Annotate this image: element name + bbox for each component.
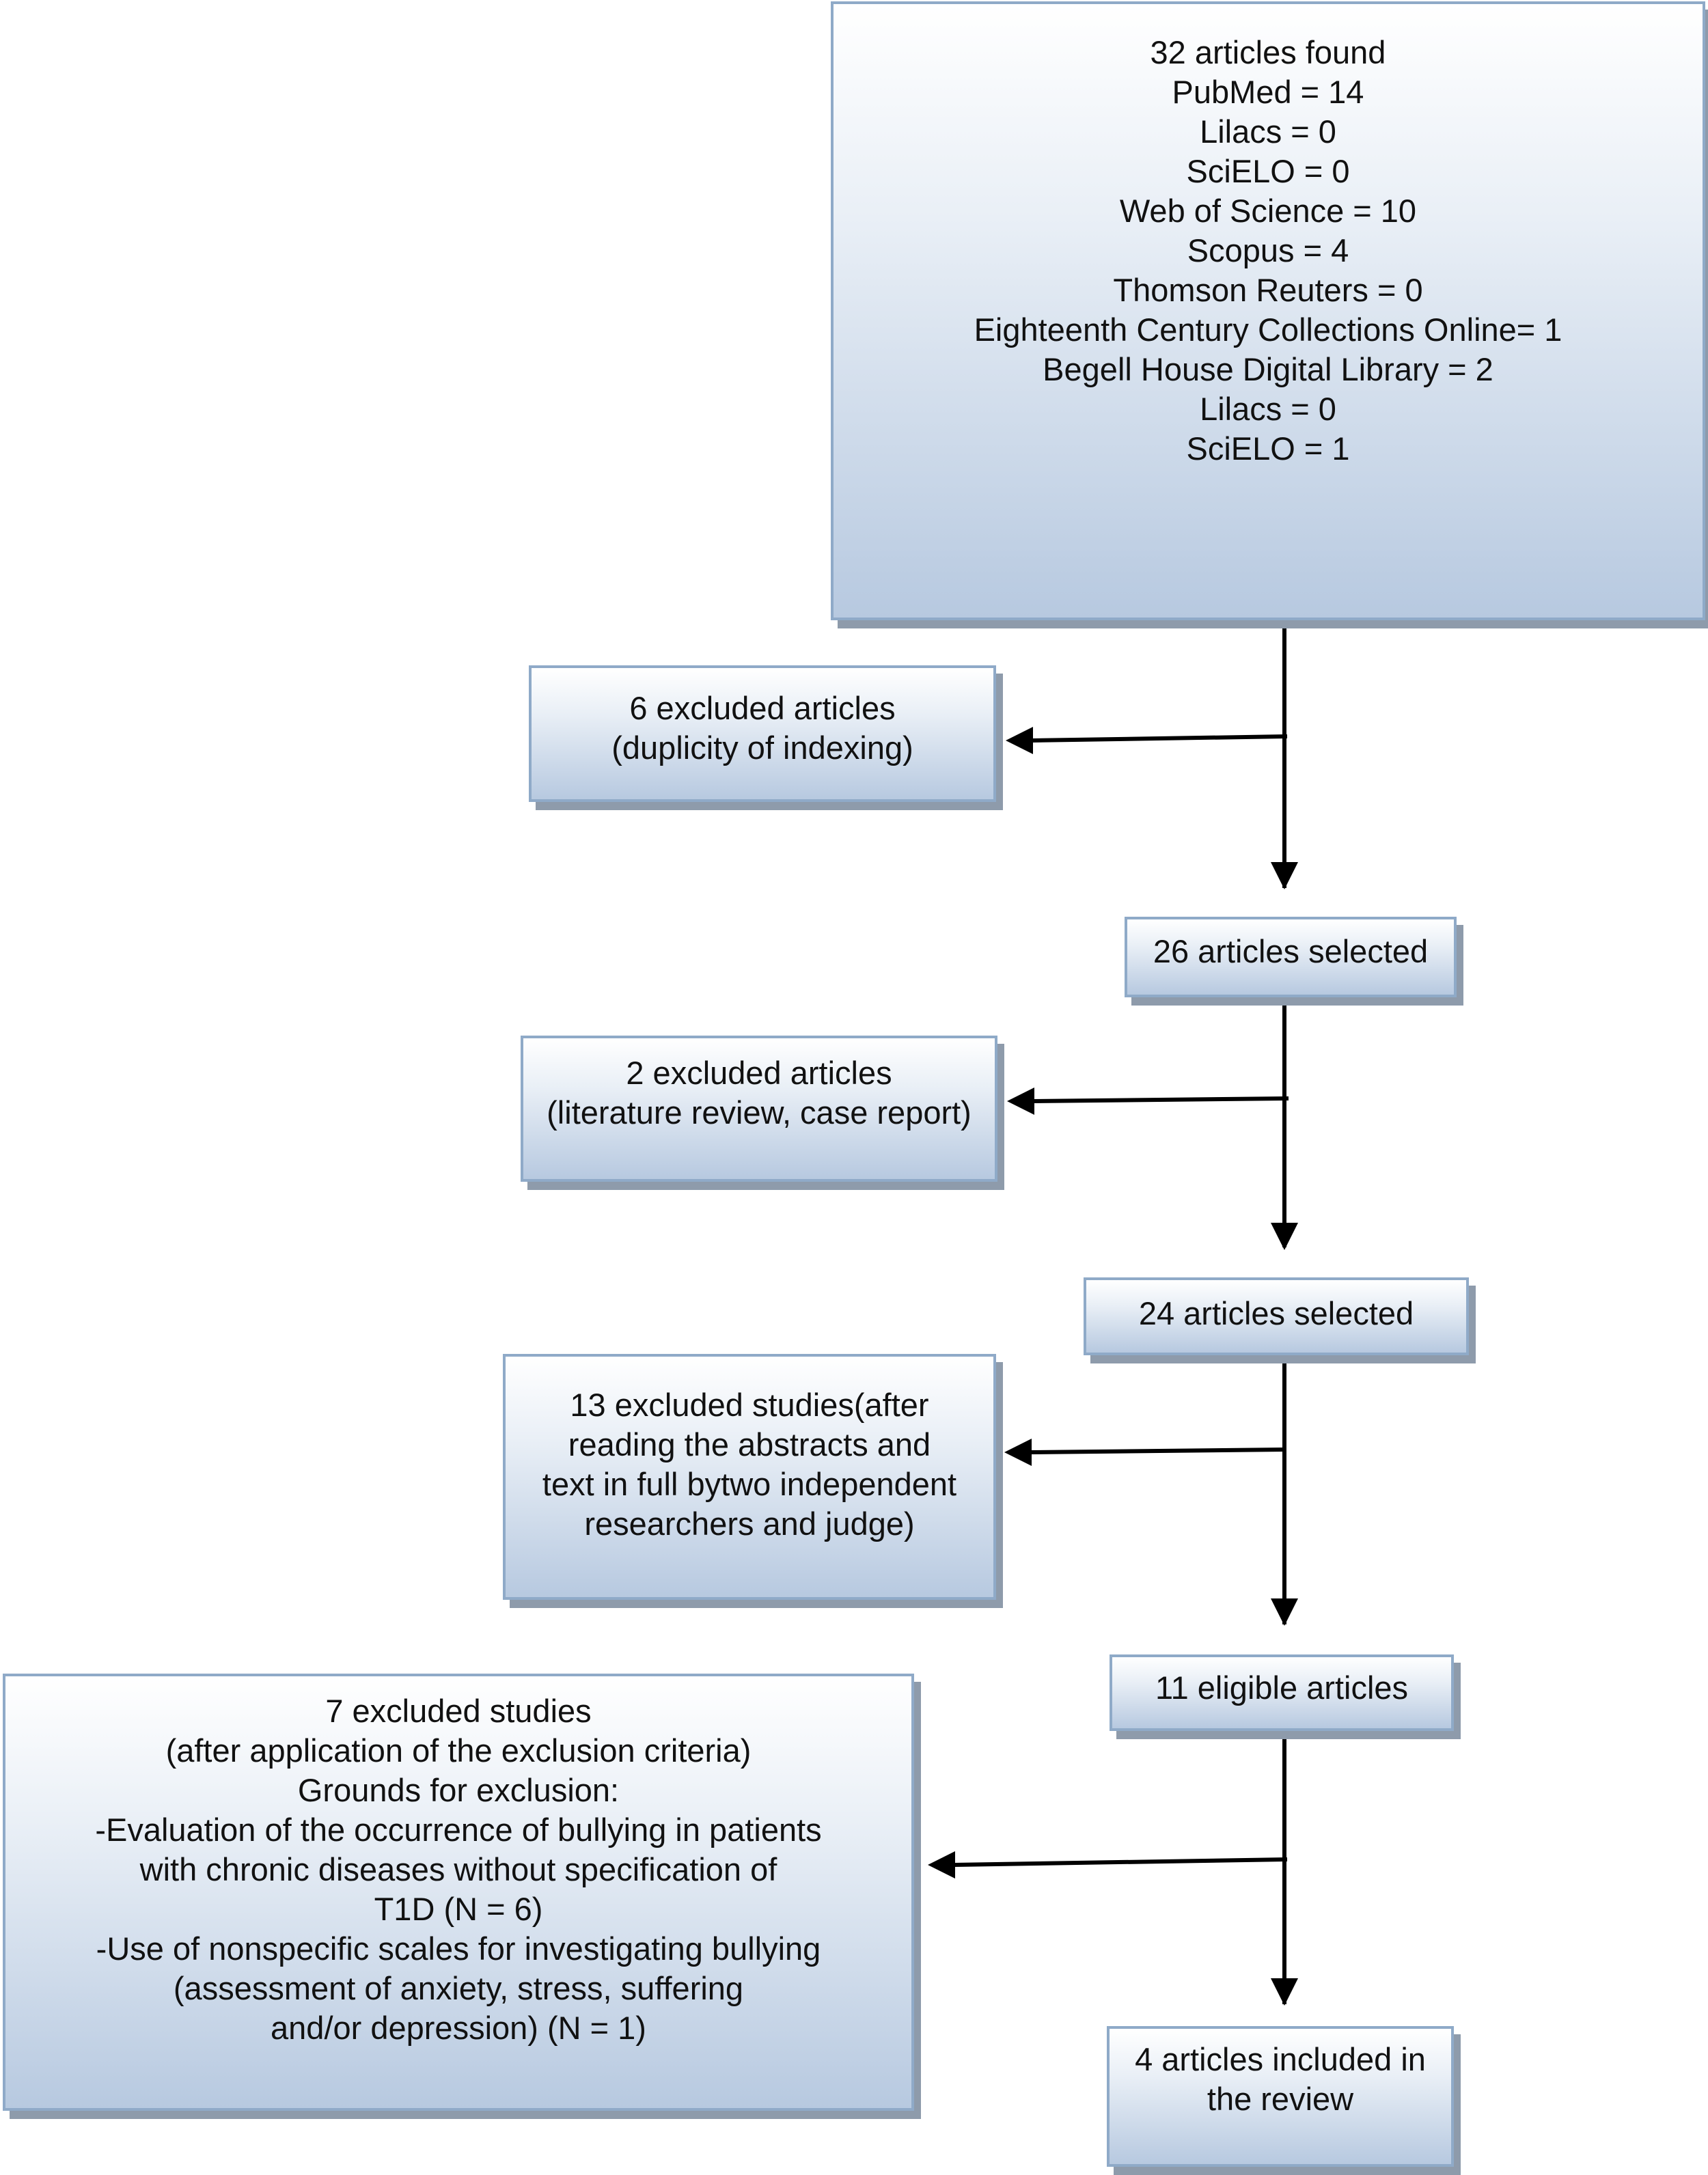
box-excluded-duplicity: 6 excluded articles (duplicity of indexi… (529, 665, 996, 802)
box-excluded-review: 2 excluded articles (literature review, … (521, 1036, 997, 1182)
excluded-4-line: -Use of nonspecific scales for investiga… (96, 1930, 821, 1967)
box-26-articles-selected: 26 articles selected (1125, 917, 1457, 997)
excluded-2-line: (literature review, case report) (547, 1094, 972, 1131)
excluded-4-line: and/or depression) (N = 1) (271, 2010, 646, 2046)
eligible-11-line: 11 eligible articles (1155, 1670, 1409, 1706)
excluded-4-line: -Evaluation of the occurrence of bullyin… (95, 1812, 822, 1848)
selected-24-line: 24 articles selected (1138, 1295, 1414, 1331)
articles-found-lines: 32 articles found PubMed = 14 Lilacs = 0… (834, 33, 1703, 469)
found-line: Lilacs = 0 (1200, 113, 1336, 150)
found-line: SciELO = 1 (1186, 430, 1350, 467)
arrow-to-excluded-2 (1032, 1096, 1289, 1103)
box-excluded-criteria: 7 excluded studies (after application of… (3, 1674, 914, 2111)
excluded-2-line: 2 excluded articles (626, 1055, 892, 1091)
excluded-1-line: (duplicity of indexing) (611, 730, 913, 766)
selected-26-line: 26 articles selected (1153, 933, 1429, 969)
found-line: SciELO = 0 (1186, 153, 1350, 189)
arrow-to-excluded-1 (1031, 734, 1288, 743)
included-4-line: the review (1207, 2081, 1354, 2117)
box-11-eligible-articles: 11 eligible articles (1110, 1654, 1454, 1731)
excluded-3-line: reading the abstracts and (568, 1426, 931, 1463)
found-line: 32 articles found (1150, 34, 1386, 70)
box-excluded-abstracts: 13 excluded studies(after reading the ab… (503, 1354, 996, 1600)
found-line: Lilacs = 0 (1200, 391, 1336, 427)
box-4-articles-included: 4 articles included in the review (1107, 2026, 1454, 2167)
found-line: PubMed = 14 (1172, 74, 1364, 110)
found-line: Thomson Reuters = 0 (1113, 272, 1423, 308)
excluded-4-line: with chronic diseases without specificat… (139, 1851, 777, 1887)
included-4-line: 4 articles included in (1135, 2041, 1426, 2077)
excluded-4-line: (after application of the exclusion crit… (165, 1732, 752, 1769)
excluded-4-line: Grounds for exclusion: (297, 1772, 620, 1808)
box-articles-found: 32 articles found PubMed = 14 Lilacs = 0… (831, 1, 1705, 620)
excluded-3-line: researchers and judge) (584, 1506, 915, 1542)
found-line: Begell House Digital Library = 2 (1043, 351, 1493, 387)
arrow-to-excluded-4 (953, 1857, 1288, 1867)
found-line: Scopus = 4 (1187, 232, 1349, 268)
found-line: Web of Science = 10 (1119, 193, 1417, 229)
found-line: Eighteenth Century Collections Online= 1 (974, 311, 1562, 348)
box-24-articles-selected: 24 articles selected (1084, 1277, 1469, 1355)
excluded-4-line: (assessment of anxiety, stress, sufferin… (173, 1970, 744, 2006)
excluded-4-line: T1D (N = 6) (374, 1891, 543, 1927)
excluded-3-line: 13 excluded studies(after (570, 1387, 929, 1423)
excluded-1-line: 6 excluded articles (629, 690, 896, 726)
excluded-3-line: text in full bytwo independent (542, 1466, 957, 1502)
arrow-to-excluded-3 (1030, 1447, 1285, 1454)
excluded-4-line: 7 excluded studies (325, 1693, 592, 1729)
